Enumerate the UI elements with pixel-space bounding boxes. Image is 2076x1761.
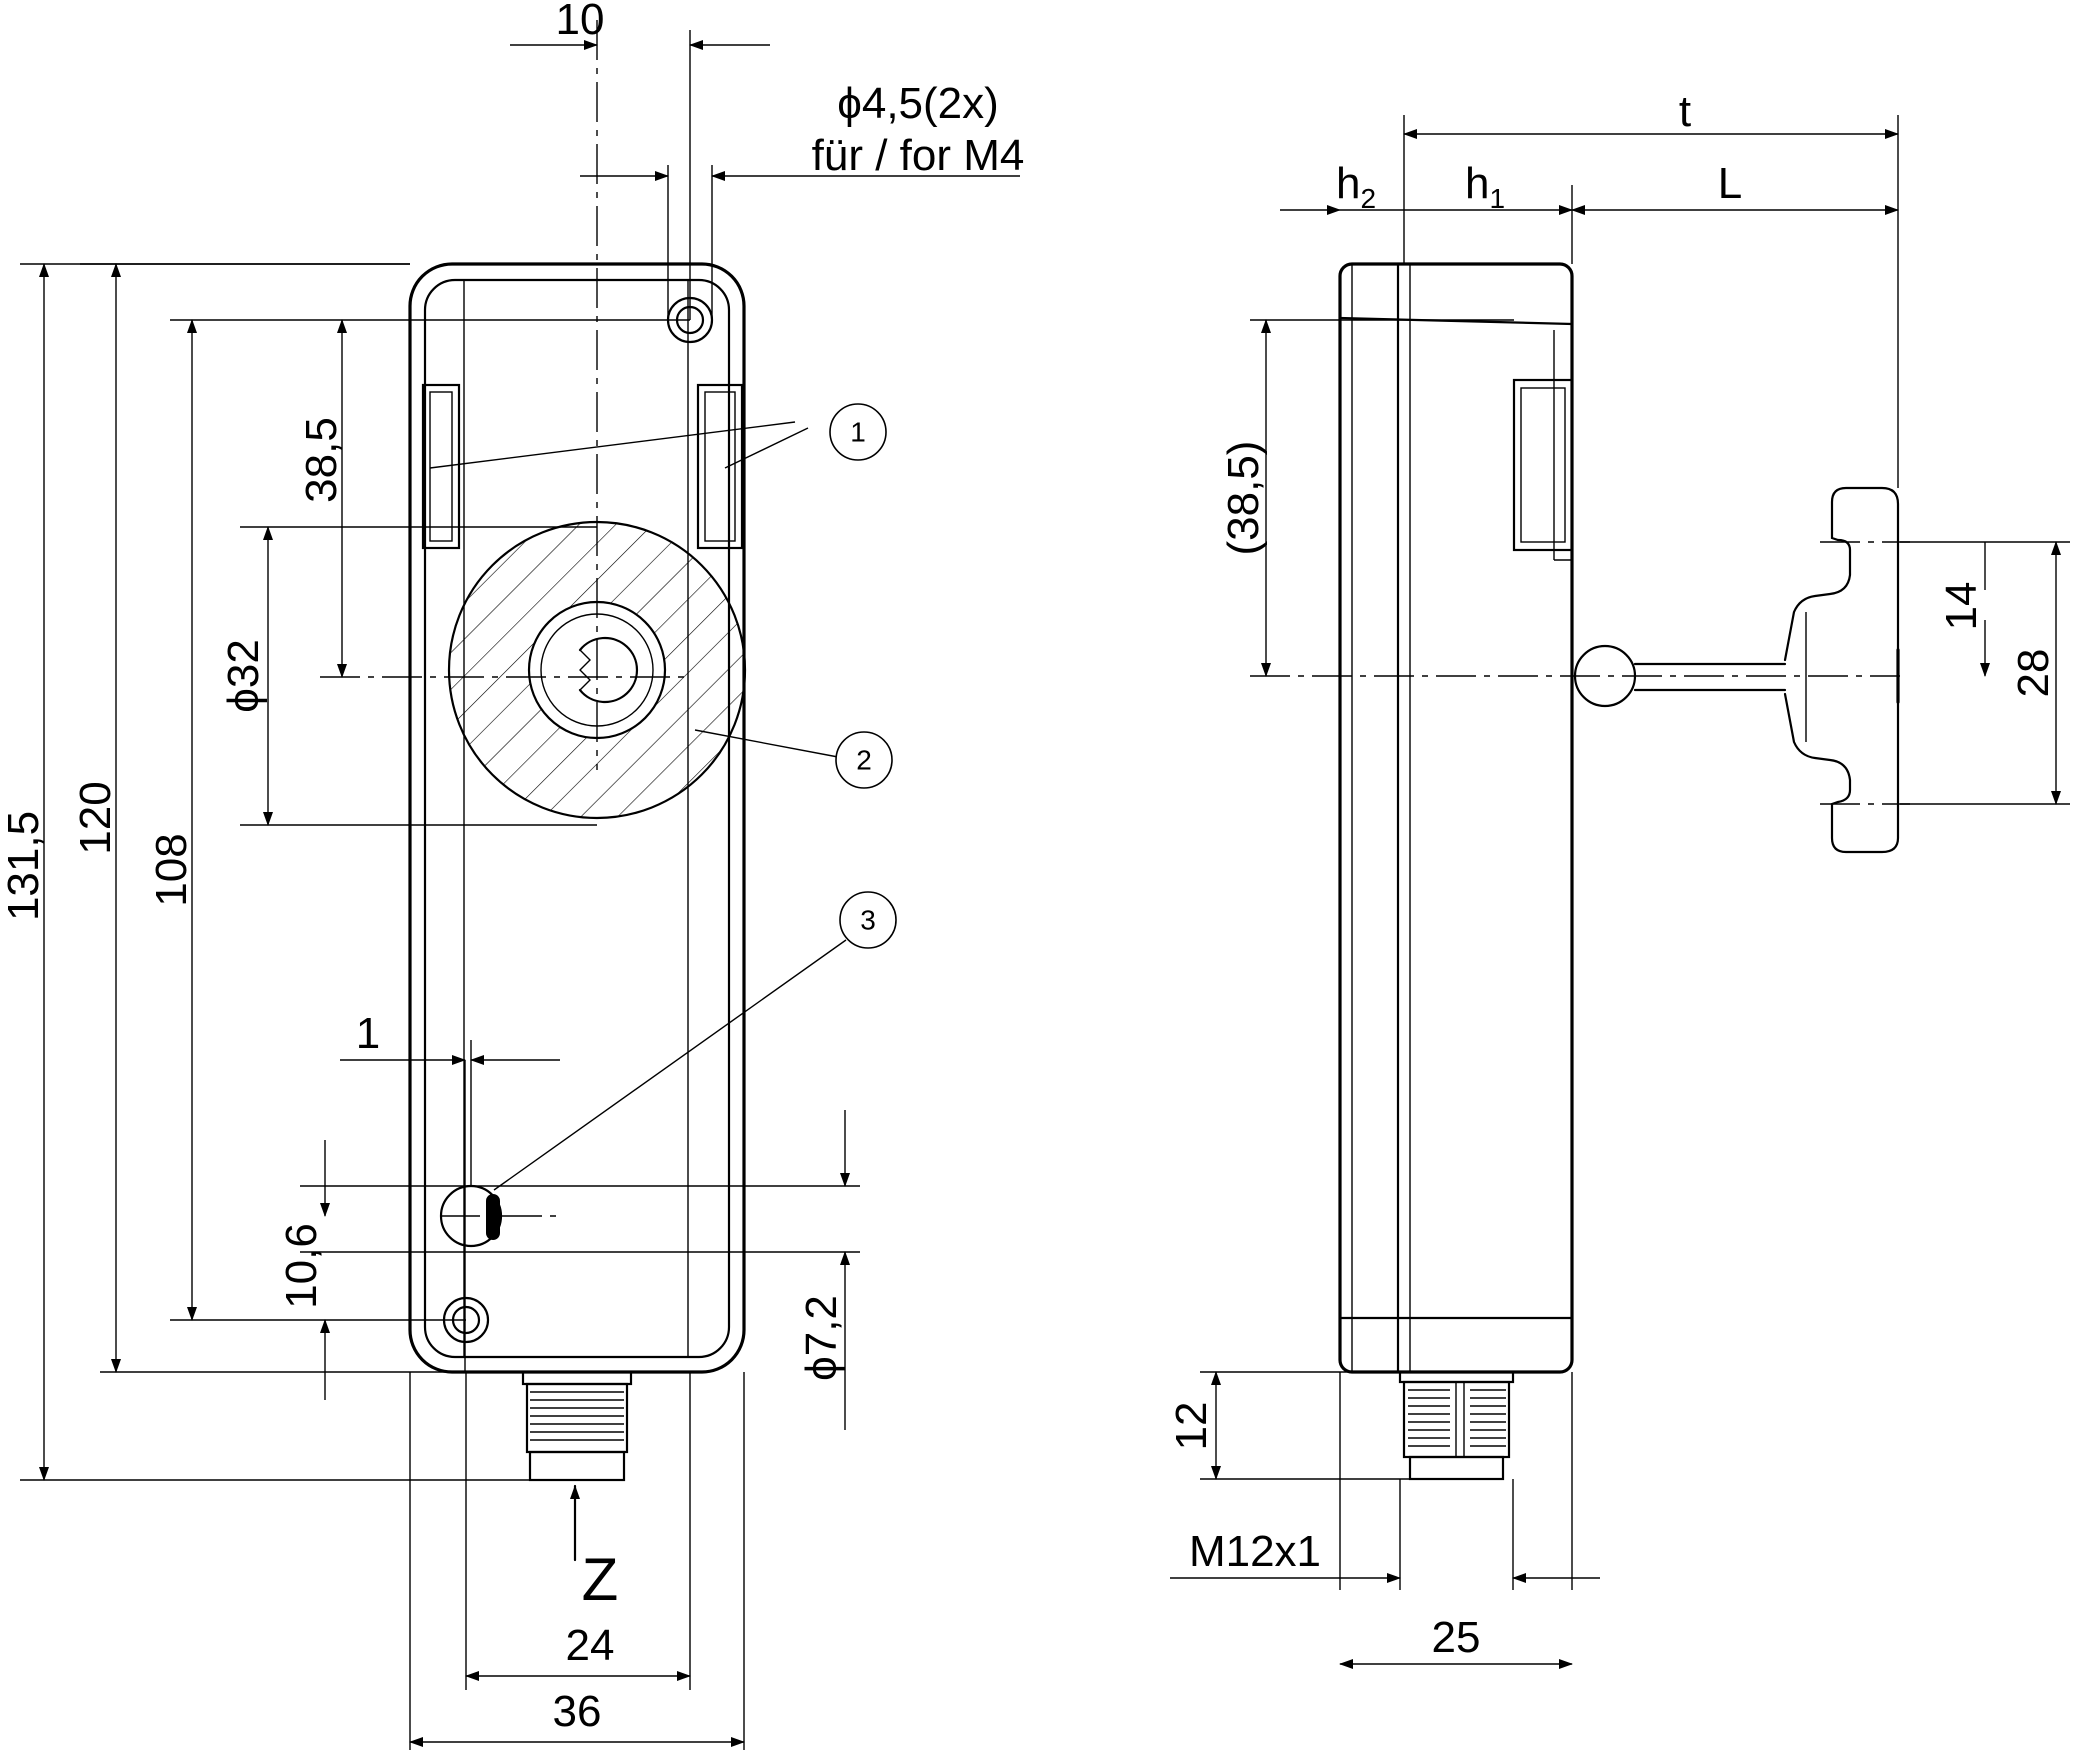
dim-14: 14	[1937, 582, 1986, 631]
callout-2: 2	[694, 729, 893, 789]
dim-top-offset: 38,5	[297, 417, 346, 503]
side-connector	[1398, 1370, 1515, 1481]
dim-hole-spacing: 24	[566, 1621, 615, 1670]
dim-h1: h1	[1465, 159, 1505, 214]
side-view: t h1 h2 L (38,5) 14 28 12 M12x1 25	[1167, 87, 2070, 1669]
front-center-lines	[320, 20, 690, 1217]
front-dimension-lines	[39, 40, 1020, 1747]
actuator-head	[447, 520, 747, 820]
dim-mount-hole: ϕ4,5(2x)	[837, 79, 999, 128]
front-view: 10 ϕ4,5(2x) für / for M4 131,5 120 108 3…	[0, 0, 1024, 1750]
dim-mount-hole-note: für / for M4	[812, 131, 1025, 180]
side-dimension-lines	[1170, 129, 2061, 1669]
dim-thread: M12x1	[1189, 1527, 1321, 1576]
callout-2-label: 2	[856, 745, 872, 776]
dim-t: t	[1679, 87, 1691, 136]
dim-hole-pitch: 108	[147, 833, 196, 906]
dim-28: 28	[2009, 649, 2058, 698]
dim-led-dia: ϕ7,2	[797, 1295, 846, 1381]
dim-width-total: 36	[553, 1687, 602, 1736]
dim-connector-len: 12	[1167, 1402, 1216, 1451]
dim-h2: h2	[1336, 159, 1376, 214]
side-housing	[1338, 262, 1574, 1374]
dim-ref-38-5: (38,5)	[1219, 441, 1268, 556]
guide-slot-right	[696, 383, 744, 550]
dim-height-total: 131,5	[0, 811, 48, 921]
front-extension-lines	[20, 30, 860, 1750]
dim-height-body: 120	[71, 781, 120, 854]
callout-1-label: 1	[850, 417, 866, 448]
front-connector	[521, 1370, 633, 1482]
guide-slot-left	[421, 383, 461, 550]
callout-1: 1	[429, 403, 887, 469]
dim-led-offset-x: 1	[356, 1009, 380, 1058]
view-arrow-label: Z	[582, 1546, 619, 1613]
side-dimension-text: t h1 h2 L (38,5) 14 28 12 M12x1 25	[1167, 87, 2058, 1662]
dim-L: L	[1718, 159, 1742, 208]
front-dimension-text: 10 ϕ4,5(2x) für / for M4 131,5 120 108 3…	[0, 0, 1024, 1736]
dim-depth: 25	[1432, 1613, 1481, 1662]
dim-actuator-dia: ϕ32	[219, 639, 268, 713]
front-housing	[408, 262, 747, 1482]
callout-3-label: 3	[860, 905, 876, 936]
dim-hole-offset: 10	[556, 0, 605, 44]
dim-led-offset-y: 10,6	[277, 1223, 326, 1309]
callout-3: 3	[493, 891, 897, 1191]
side-extension-lines	[1200, 115, 2070, 1590]
